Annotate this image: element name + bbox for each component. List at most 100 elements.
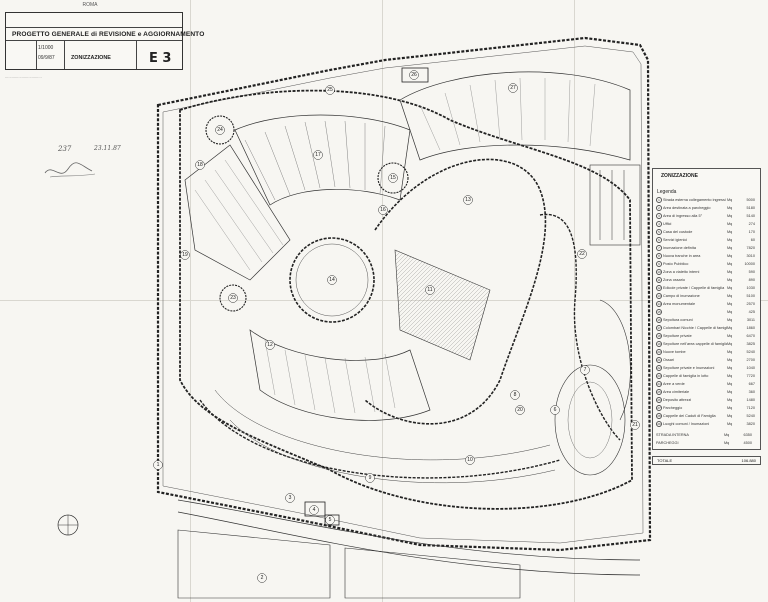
legend-number: 26 xyxy=(656,397,662,403)
zone-marker xyxy=(388,173,398,183)
zone-label: 23 xyxy=(230,295,236,301)
legend-label: Parcheggio xyxy=(663,406,683,410)
legend-label: Luoghi comuni / Inumazioni xyxy=(663,422,710,426)
legend-number: 20 xyxy=(656,349,662,355)
legend-value: 60 xyxy=(750,238,755,242)
legend-label: Uffici xyxy=(663,222,672,226)
zone-label: 15 xyxy=(390,175,396,181)
legend-label: Area destinata a parcheggio xyxy=(663,206,711,210)
legend-unit: Mq xyxy=(727,262,733,266)
legend-number: 25 xyxy=(656,389,662,395)
legend-label: Sepolture private xyxy=(663,334,692,338)
zone-marker xyxy=(409,70,419,80)
handwritten-date: 23.11.87 xyxy=(94,145,121,152)
legend-label: Sepoltura comuni xyxy=(663,318,693,322)
zone-label: 20 xyxy=(517,407,523,413)
zone-label: 17 xyxy=(315,152,321,158)
zone-marker xyxy=(327,275,337,285)
legend-label: Inumazione definita xyxy=(663,246,696,250)
legend-value: 5140 xyxy=(746,214,755,218)
zone-label: 27 xyxy=(510,85,516,91)
legend-number: 11 xyxy=(656,277,662,283)
legend-unit: Mq xyxy=(727,214,733,218)
zone-label: 24 xyxy=(217,127,223,133)
zone-label: 14 xyxy=(329,277,335,283)
legend-value: 590 xyxy=(748,270,755,274)
legend-label: Cappelle di famiglia in lotto xyxy=(663,374,709,378)
legend-unit: Mq xyxy=(727,422,733,426)
legend-label: Area cimiteriale xyxy=(663,390,690,394)
legend-number: 3 xyxy=(656,213,662,219)
legend-unit: Mq xyxy=(727,390,733,394)
zone-marker xyxy=(153,460,163,470)
zone-marker xyxy=(215,125,225,135)
zone-marker xyxy=(325,85,335,95)
legend-number: 19 xyxy=(656,341,662,347)
zone-label: 11 xyxy=(427,287,432,293)
zone-marker xyxy=(195,160,205,170)
legend-label: Ossari xyxy=(663,358,674,362)
legend-label: Sepolture private e Inumazioni xyxy=(663,366,715,370)
legend-unit: Mq xyxy=(727,286,733,290)
legend-unit: Mq xyxy=(727,294,733,298)
zone-marker xyxy=(550,405,560,415)
legend-label: Campo di inumazione xyxy=(663,294,700,298)
legend-unit: Mq xyxy=(727,198,733,202)
legend-value: 1030 xyxy=(746,286,755,290)
zone-label: 8 xyxy=(514,392,517,398)
date-value: 09/9/87 xyxy=(38,55,55,61)
legend-number: 23 xyxy=(656,373,662,379)
legend-value: 890 xyxy=(748,278,755,282)
legend-value: 5180 xyxy=(746,206,755,210)
legend-label: Area di ingresso alla 5° xyxy=(663,214,703,218)
legend-number: 24 xyxy=(656,381,662,387)
legend-number: 22 xyxy=(656,365,662,371)
legend-value: 7820 xyxy=(746,246,755,250)
legend-label: Colombari Nicchie / Cappelle di famiglia xyxy=(663,326,727,330)
fold-line xyxy=(382,0,383,602)
legend-unit: Mq xyxy=(727,342,733,346)
legend-value: 5240 xyxy=(746,350,755,354)
legend-number: 9 xyxy=(656,261,662,267)
legend-unit: Mq xyxy=(727,350,733,354)
legend-label: Servizi igienici xyxy=(663,238,688,242)
legend-number: 2 xyxy=(656,205,662,211)
legend-value: 5100 xyxy=(746,294,755,298)
zone-label: 26 xyxy=(411,72,417,78)
zone-label: 6 xyxy=(554,407,557,413)
legend-unit: Mq xyxy=(727,414,733,418)
legend-value: 1860 xyxy=(746,326,755,330)
zone-marker xyxy=(577,249,587,259)
legend-total: TOTALE 106.880 xyxy=(652,456,761,465)
zone-marker xyxy=(510,390,520,400)
inner-ring-road xyxy=(179,89,633,510)
zone-label: 19 xyxy=(182,252,188,258)
legend-unit: Mq xyxy=(727,406,733,410)
zone-marker xyxy=(265,340,275,350)
zone-marker xyxy=(257,573,267,583)
legend-number: 18 xyxy=(656,333,662,339)
legend-value: 3825 xyxy=(746,342,755,346)
legend-value: 6470 xyxy=(746,334,755,338)
legend-number: 21 xyxy=(656,357,662,363)
legend-unit: Mq xyxy=(727,310,733,314)
legend-unit: Mq xyxy=(727,222,733,226)
scale-value: 1/1000 xyxy=(38,45,54,51)
legend-number: 12 xyxy=(656,285,662,291)
legend-value: 3820 xyxy=(746,422,755,426)
